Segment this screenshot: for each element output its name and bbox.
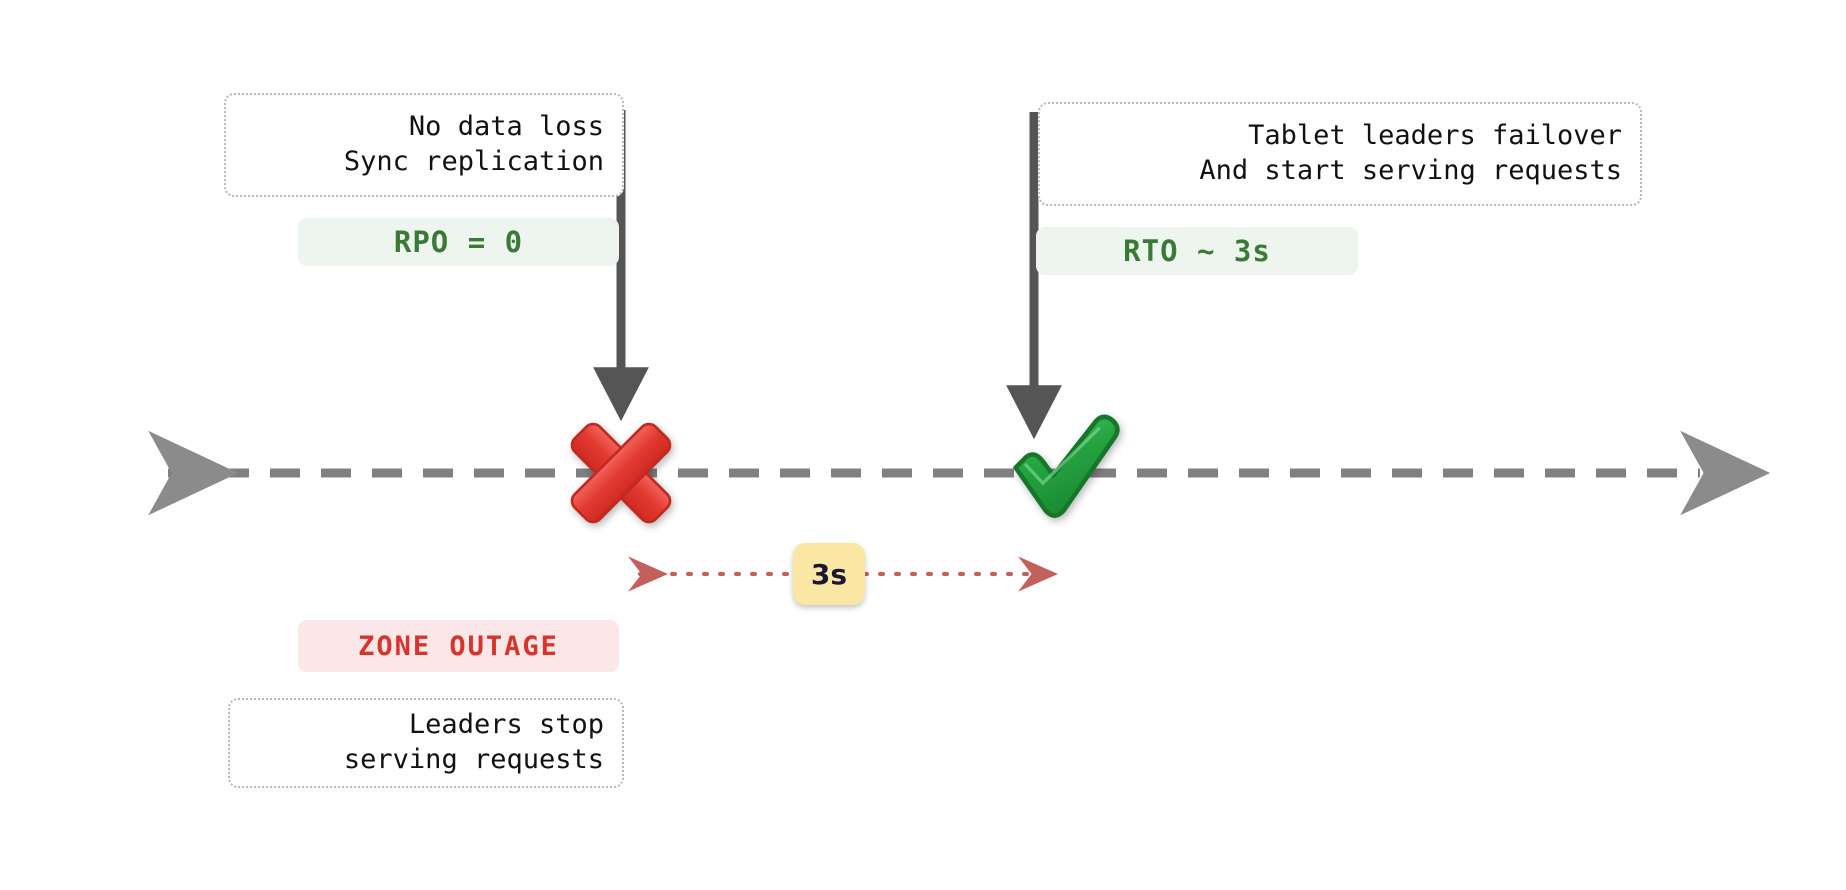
zone-outage-label: ZONE OUTAGE — [358, 630, 559, 662]
note-top-right: Tablet leaders failover And start servin… — [1038, 102, 1642, 206]
duration-badge: 3s — [793, 543, 865, 605]
zone-outage-badge: ZONE OUTAGE — [298, 620, 619, 672]
note-top-left-line2: Sync replication — [343, 146, 604, 177]
note-bottom-left-line1: Leaders stop — [408, 708, 604, 740]
rpo-badge-label: RPO = 0 — [393, 225, 524, 259]
rto-badge-label: RTO ~ 3s — [1123, 234, 1271, 268]
note-top-right-line1: Tablet leaders failover — [1248, 119, 1622, 151]
note-top-right-line2: And start serving requests — [1199, 155, 1622, 186]
note-bottom-left-line2: serving requests — [343, 744, 604, 775]
note-top-left: No data loss Sync replication — [224, 93, 624, 197]
note-top-left-line1: No data loss — [408, 110, 604, 142]
note-bottom-left: Leaders stop serving requests — [228, 698, 624, 788]
rto-badge: RTO ~ 3s — [1036, 227, 1358, 275]
rpo-badge: RPO = 0 — [298, 218, 619, 266]
cross-mark-icon — [553, 405, 689, 541]
check-mark-icon — [1000, 400, 1130, 530]
duration-badge-label: 3s — [810, 557, 848, 591]
